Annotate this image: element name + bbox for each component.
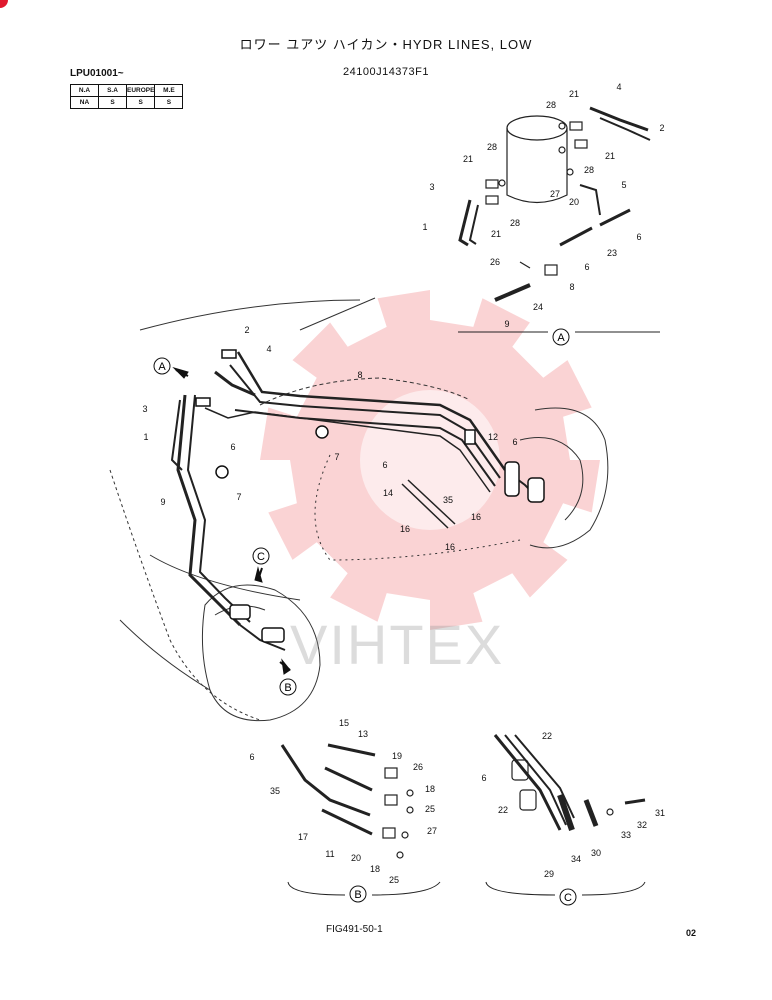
detail-a-drawing [458,106,660,333]
view-letter-a: A [158,361,166,373]
view-c-circle [252,547,270,565]
callout-detail-b: 25 [425,804,435,814]
detail-letter-c: C [564,892,572,904]
callout-main: 6 [382,460,387,470]
callout-main: 14 [383,488,393,498]
region-table: N.A S.A EUROPE M.E NA S S S [70,84,184,109]
callout-main: 4 [266,344,271,354]
region-value: S [125,96,156,109]
callout-main: 9 [160,497,165,507]
callout-detail-a: 9 [504,319,509,329]
callout-detail-c: 30 [591,848,601,858]
callout-detail-b: 27 [427,826,437,836]
callout-detail-c: 31 [655,808,665,818]
detail-b-drawing [280,743,441,896]
callout-detail-c: 29 [544,869,554,879]
callout-detail-a: 21 [463,154,473,164]
detail-c-drawing [485,734,646,896]
view-letter-b: B [284,682,291,694]
callout-detail-a: 8 [569,282,574,292]
callout-detail-b: 17 [298,832,308,842]
detail-letter-b: B [354,889,361,901]
callout-detail-a: 28 [487,142,497,152]
watermark-gear-icon [260,290,600,630]
callout-detail-a: 26 [490,257,500,267]
assembly-part-number: 24100J14373F1 [342,66,429,78]
callout-detail-b: 13 [358,729,368,739]
callout-main: 8 [357,370,362,380]
callout-detail-b: 20 [351,853,361,863]
view-labels: A C B A B C [153,328,577,906]
region-value: S [154,96,184,109]
callout-detail-b: 6 [249,752,254,762]
view-b-circle [279,678,297,696]
callout-detail-b: 18 [425,784,435,794]
callout-detail-b: 25 [389,875,399,885]
callout-main: 3 [142,404,147,414]
detail-a-circle [552,328,570,346]
callout-detail-a: 6 [584,262,589,272]
callout-detail-a: 23 [607,248,617,258]
serial-range: LPU01001~ [70,68,124,79]
callout-main: 7 [236,492,241,502]
callout-detail-a: 4 [616,82,621,92]
watermark-text: VIHTEX [290,613,505,676]
callout-detail-b: 11 [325,849,334,859]
callout-main: 1 [143,432,148,442]
callout-detail-a: 21 [569,89,579,99]
callout-main: 35 [443,495,453,505]
callout-main: 16 [400,524,410,534]
callout-detail-c: 22 [542,731,552,741]
callout-main: 6 [230,442,235,452]
callout-detail-b: 15 [339,718,349,728]
hydraulic-lines [170,351,541,651]
callout-main: 12 [488,432,498,442]
callout-detail-a: 20 [569,197,579,207]
callout-main: 2 [244,325,249,335]
callout-detail-c: 32 [637,820,647,830]
callout-main: 7 [334,452,339,462]
callout-detail-a: 27 [550,189,560,199]
corner-mark [0,0,8,8]
detail-c-circle [559,888,577,906]
figure-number: FIG491-50-1 [326,924,383,935]
detail-letter-a: A [557,332,565,344]
fittings [195,349,545,643]
callout-detail-a: 28 [584,165,594,175]
callout-detail-b: 18 [370,864,380,874]
view-letter-c: C [257,551,265,563]
callout-detail-c: 6 [481,773,486,783]
callout-detail-a: 28 [546,100,556,110]
callout-main: 16 [445,542,455,552]
callout-detail-c: 34 [571,854,581,864]
callout-detail-a: 6 [636,232,641,242]
callout-main: 6 [512,437,517,447]
callout-main: 16 [471,512,481,522]
callout-detail-a: 5 [621,180,626,190]
diagram-title: ロワー ユアツ ハイカン・HYDR LINES, LOW [239,37,533,52]
callout-detail-c: 33 [621,830,631,840]
callout-detail-a: 28 [510,218,520,228]
callout-detail-a: 21 [491,229,501,239]
callout-detail-c: 22 [498,805,508,815]
callout-detail-a: 1 [422,222,427,232]
view-arrows [172,366,291,675]
view-a-circle [153,357,171,375]
callout-detail-a: 21 [605,151,615,161]
callout-detail-b: 26 [413,762,423,772]
page-number: 02 [686,928,697,938]
callout-detail-b: 35 [270,786,280,796]
callout-detail-a: 2 [659,123,664,133]
callout-detail-a: 3 [429,182,434,192]
detail-b-circle [349,885,367,903]
callout-detail-a: 24 [533,302,543,312]
callout-detail-b: 19 [392,751,402,761]
